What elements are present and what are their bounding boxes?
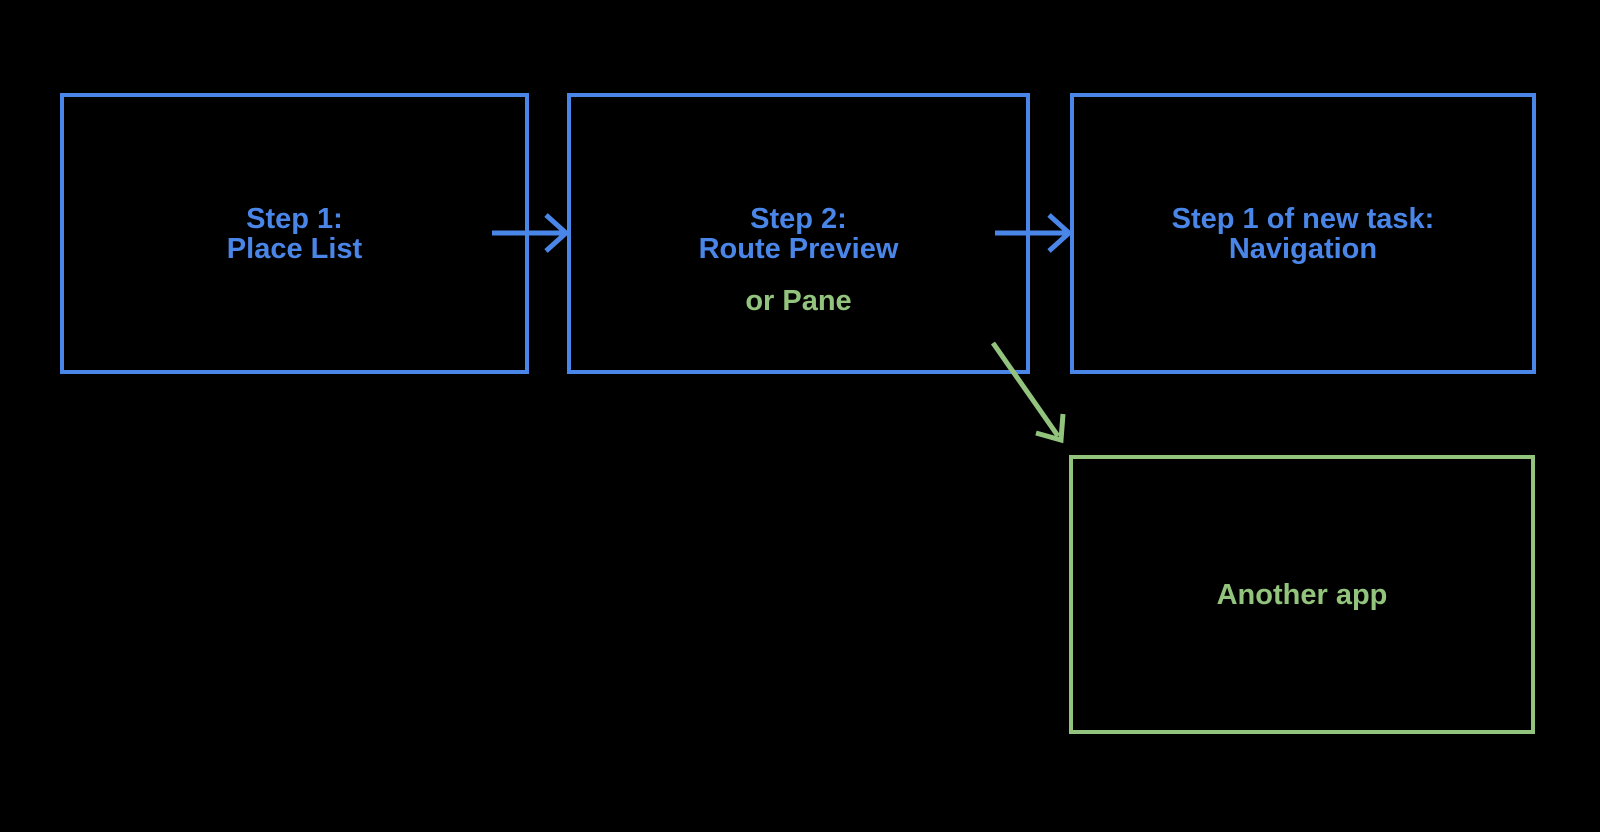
flow-box-step2-label-line1: Step 2: [750,202,847,235]
flow-box-step3-label-line2: Navigation [1228,232,1378,265]
flow-box-step1-label-line1: Step 1: [246,202,343,235]
flow-box-step1: Step 1: Place List [60,93,529,374]
flow-box-step2-label-line2: Route Preview [698,232,899,265]
flow-box-another-app: Another app [1069,455,1535,734]
flow-box-another-app-label-line1: Another app [1216,578,1388,611]
flow-box-step1-label-line2: Place List [226,232,363,265]
flow-box-step3: Step 1 of new task: Navigation [1070,93,1536,374]
flow-box-step2: Step 2: Route Preview or Pane [567,93,1030,374]
flow-box-step3-label-line1: Step 1 of new task: [1171,202,1435,235]
flow-box-step2-label: Step 2: Route Preview [699,204,899,264]
flow-box-another-app-label: Another app [1217,580,1388,610]
flow-box-step2-sub-label: or Pane [745,285,852,317]
flow-box-step3-label: Step 1 of new task: Navigation [1172,204,1435,264]
flow-box-step1-label: Step 1: Place List [227,204,362,264]
